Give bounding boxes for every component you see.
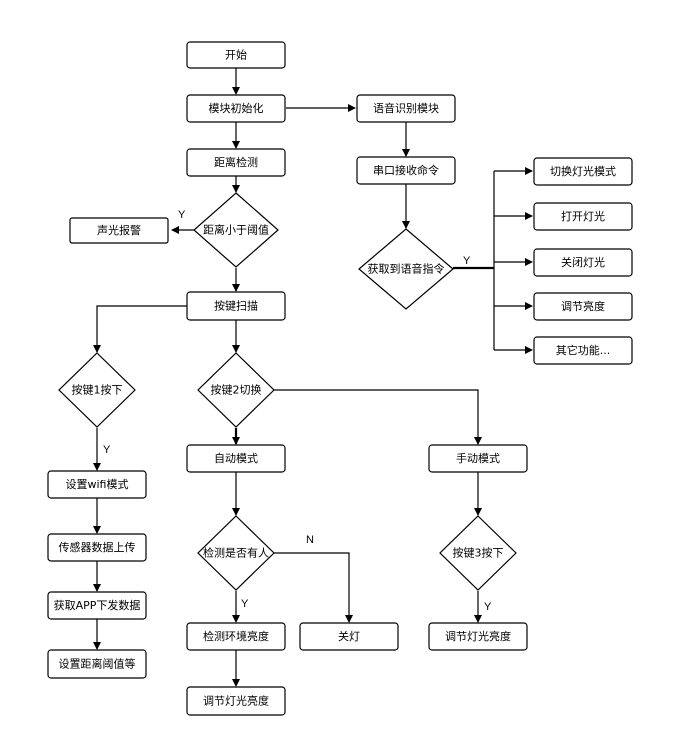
node-detect-ambient: 检测环境亮度 bbox=[186, 622, 286, 651]
node-adjust-brightness: 调节亮度 bbox=[533, 292, 633, 321]
node-presence-decision: 检测是否有人 bbox=[197, 515, 275, 591]
node-start-label: 开始 bbox=[225, 48, 247, 62]
edge-label-presence-no: N bbox=[306, 534, 314, 546]
edge-label-voice-yes: Y bbox=[463, 255, 471, 267]
node-voice-decision-label: 获取到语音指令 bbox=[368, 262, 445, 276]
node-auto-mode: 自动模式 bbox=[186, 444, 286, 473]
edges bbox=[93, 68, 533, 687]
node-voice-module-label: 语音识别模块 bbox=[373, 101, 439, 115]
edge-label-presence-yes: Y bbox=[241, 598, 249, 610]
node-set-threshold: 设置距离阈值等 bbox=[47, 649, 147, 679]
node-distance-decision-label: 距离小于阈值 bbox=[203, 223, 269, 237]
node-turn-on-light-label: 打开灯光 bbox=[561, 209, 605, 223]
node-set-threshold-label: 设置距离阈值等 bbox=[59, 657, 136, 671]
edge-keyscan-key1 bbox=[93, 305, 187, 353]
node-sound-light-alarm: 声光报警 bbox=[69, 217, 169, 244]
node-switch-light-mode-label: 切换灯光模式 bbox=[550, 164, 616, 178]
node-distance-detect: 距离检测 bbox=[186, 148, 286, 177]
nodes: 开始 模块初始化 距离检测 距离小于阈值 声光报警 按键扫描 按键1按下 设 bbox=[47, 41, 633, 716]
node-sensor-upload: 传感器数据上传 bbox=[47, 533, 147, 562]
node-key3-decision-label: 按键3按下 bbox=[453, 546, 504, 560]
node-key-scan: 按键扫描 bbox=[186, 291, 286, 321]
node-switch-light-mode: 切换灯光模式 bbox=[533, 157, 633, 186]
node-serial-cmd: 串口接收命令 bbox=[356, 156, 456, 185]
node-auto-mode-label: 自动模式 bbox=[214, 452, 258, 465]
node-get-app-data-label: 获取APP下发数据 bbox=[54, 598, 141, 612]
node-serial-cmd-label: 串口接收命令 bbox=[373, 163, 439, 177]
node-sound-light-alarm-label: 声光报警 bbox=[97, 223, 141, 237]
node-turn-off-light-label: 关闭灯光 bbox=[561, 255, 605, 269]
node-module-init-label: 模块初始化 bbox=[209, 101, 264, 115]
node-manual-mode: 手动模式 bbox=[428, 444, 528, 473]
node-other-functions: 其它功能... bbox=[533, 336, 633, 365]
node-key3-decision: 按键3按下 bbox=[439, 515, 517, 591]
node-module-init: 模块初始化 bbox=[186, 94, 286, 123]
node-adjust-light-manual: 调节灯光亮度 bbox=[428, 622, 528, 651]
node-turn-on-light: 打开灯光 bbox=[533, 202, 633, 231]
node-light-off: 关灯 bbox=[299, 622, 399, 651]
node-adjust-brightness-label: 调节亮度 bbox=[561, 299, 605, 313]
edge-presence-off bbox=[274, 552, 353, 623]
node-other-functions-label: 其它功能... bbox=[556, 343, 611, 357]
edge-label-distance-yes: Y bbox=[178, 209, 186, 221]
edge-label-key3-yes: Y bbox=[484, 601, 492, 613]
edge-label-key1-yes: Y bbox=[103, 444, 111, 456]
node-start: 开始 bbox=[186, 41, 286, 69]
edge-labels: Y Y N Y Y Y bbox=[103, 209, 492, 613]
node-light-off-label: 关灯 bbox=[338, 629, 360, 643]
node-key2-decision-label: 按键2切换 bbox=[211, 383, 262, 397]
node-voice-decision: 获取到语音指令 bbox=[358, 228, 454, 310]
edge-key2-manual bbox=[274, 389, 482, 445]
node-adjust-light-auto-label: 调节灯光亮度 bbox=[203, 694, 269, 708]
node-distance-detect-label: 距离检测 bbox=[214, 155, 258, 169]
node-presence-decision-label: 检测是否有人 bbox=[203, 546, 269, 560]
node-adjust-light-auto: 调节灯光亮度 bbox=[186, 686, 286, 716]
node-detect-ambient-label: 检测环境亮度 bbox=[203, 629, 269, 643]
node-set-wifi: 设置wifi模式 bbox=[47, 470, 147, 499]
node-voice-module: 语音识别模块 bbox=[356, 94, 456, 123]
node-key1-decision: 按键1按下 bbox=[58, 352, 136, 428]
node-key1-decision-label: 按键1按下 bbox=[72, 383, 123, 397]
node-turn-off-light: 关闭灯光 bbox=[533, 248, 633, 277]
node-sensor-upload-label: 传感器数据上传 bbox=[59, 540, 136, 554]
node-get-app-data: 获取APP下发数据 bbox=[47, 591, 147, 620]
node-key-scan-label: 按键扫描 bbox=[214, 299, 258, 313]
node-distance-decision: 距离小于阈值 bbox=[193, 192, 279, 268]
node-key2-decision: 按键2切换 bbox=[197, 352, 275, 428]
node-set-wifi-label: 设置wifi模式 bbox=[66, 478, 129, 491]
node-manual-mode-label: 手动模式 bbox=[456, 451, 500, 465]
node-adjust-light-manual-label: 调节灯光亮度 bbox=[445, 629, 511, 643]
